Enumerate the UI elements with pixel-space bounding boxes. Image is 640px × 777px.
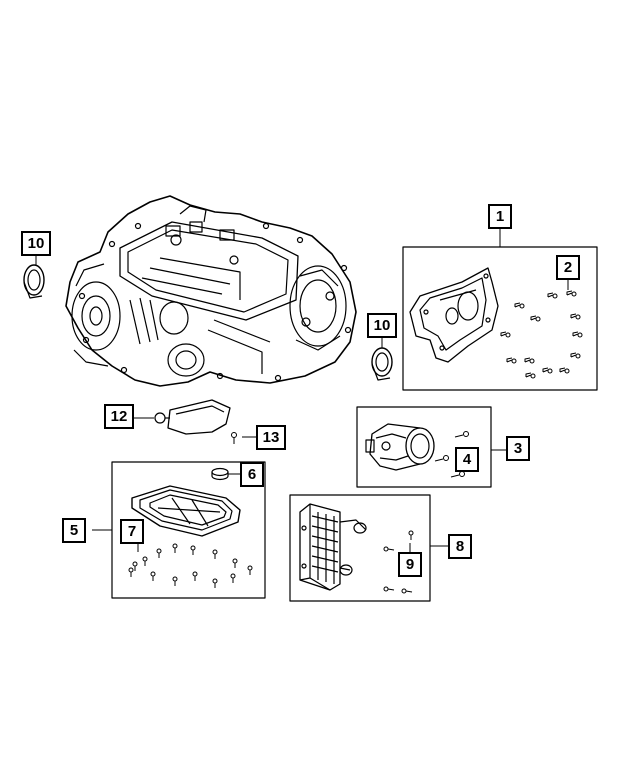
callout-13: 13 <box>256 425 286 450</box>
callout-8: 8 <box>448 534 472 559</box>
callout-10-left: 10 <box>21 231 51 256</box>
cooler-bolts <box>383 530 414 594</box>
pan-bolts <box>128 543 253 588</box>
callout-4: 4 <box>455 447 479 472</box>
seal-left <box>23 264 45 299</box>
callout-7: 7 <box>120 519 144 544</box>
callout-10-right: 10 <box>367 313 397 338</box>
callout-12: 12 <box>104 404 134 429</box>
callout-9: 9 <box>398 552 422 577</box>
callout-5: 5 <box>62 518 86 543</box>
seal-right <box>371 347 393 381</box>
group-box-8 <box>289 494 431 602</box>
filter-12 <box>154 399 231 435</box>
callout-6: 6 <box>240 462 264 487</box>
drive-unit-assembly <box>65 195 357 387</box>
pump-bolts <box>434 431 469 478</box>
oil-cooler <box>299 503 367 591</box>
valve-body-cover <box>409 267 499 363</box>
oil-pan-gasket <box>131 485 241 537</box>
bolt-13 <box>231 432 237 444</box>
magnet-6 <box>211 467 229 481</box>
callout-3: 3 <box>506 436 530 461</box>
group-box-3 <box>356 406 492 488</box>
callout-2: 2 <box>556 255 580 280</box>
callout-1: 1 <box>488 204 512 229</box>
cover-bolts <box>500 290 583 379</box>
pump-assembly <box>365 423 435 471</box>
